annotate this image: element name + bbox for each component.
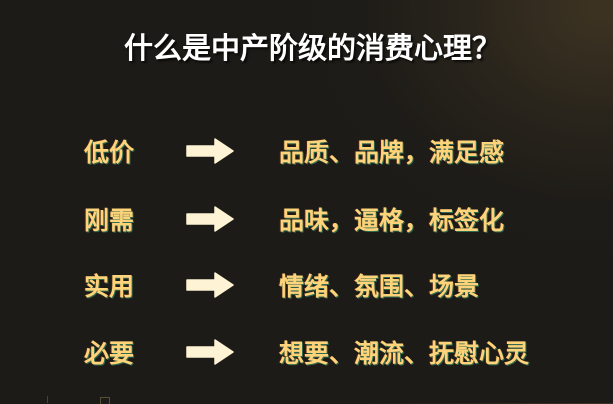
comparison-row: 刚需 品味，逼格，标签化 xyxy=(0,201,613,241)
new-mindset-text: 情绪、氛围、场景 xyxy=(279,272,480,301)
right-arrow-icon xyxy=(186,138,234,164)
old-mindset-label: 低价 xyxy=(84,138,135,167)
new-mindset-text: 品味，逼格，标签化 xyxy=(279,206,505,235)
decorative-mark xyxy=(47,396,48,403)
right-arrow-icon xyxy=(186,206,234,232)
right-arrow-icon xyxy=(186,339,234,365)
comparison-row: 必要 想要、潮流、抚慰心灵 xyxy=(0,334,613,374)
right-arrow-icon xyxy=(186,272,234,298)
old-mindset-label: 刚需 xyxy=(84,206,135,235)
comparison-row: 实用 情绪、氛围、场景 xyxy=(0,267,613,307)
slide-title: 什么是中产阶级的消费心理？ xyxy=(124,31,502,65)
old-mindset-label: 实用 xyxy=(84,272,135,301)
decorative-mark xyxy=(100,397,110,404)
new-mindset-text: 品质、品牌，满足感 xyxy=(279,138,505,167)
comparison-row: 低价 品质、品牌，满足感 xyxy=(0,133,613,173)
new-mindset-text: 想要、潮流、抚慰心灵 xyxy=(279,339,530,368)
old-mindset-label: 必要 xyxy=(84,339,135,368)
